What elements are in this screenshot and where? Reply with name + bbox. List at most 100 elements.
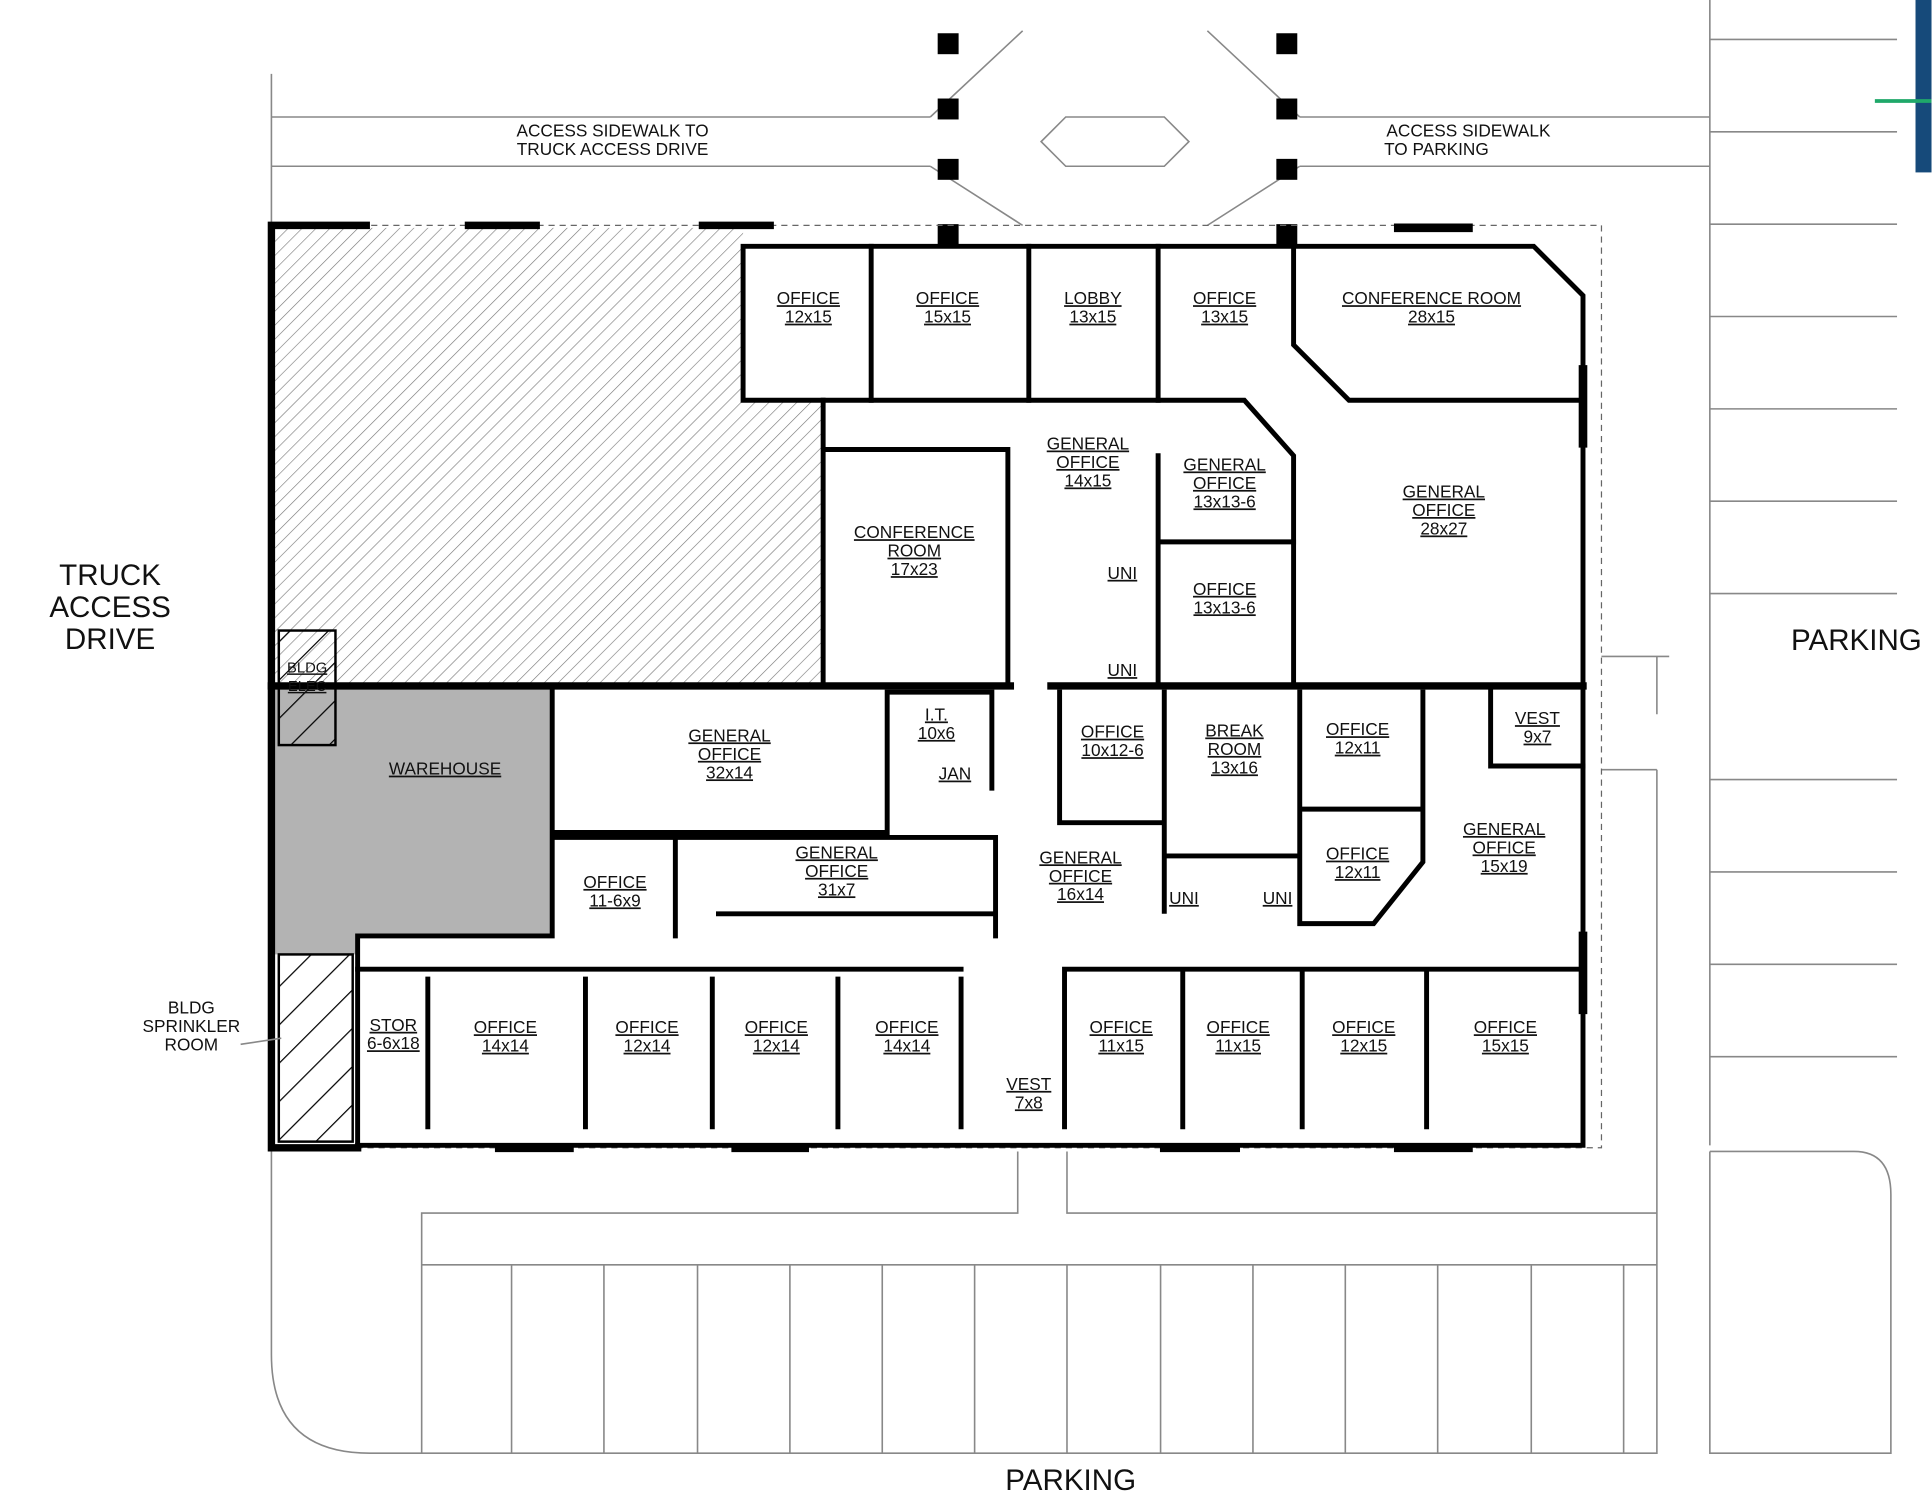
room-label-line: UNI	[1169, 888, 1199, 908]
room-label-line: STOR	[370, 1015, 418, 1035]
room-label-line: CONFERENCE ROOM	[1342, 288, 1521, 308]
room-label: UNI	[1263, 888, 1293, 908]
room-label-line: OFFICE	[1412, 500, 1475, 520]
room-label-line: LOBBY	[1064, 288, 1122, 308]
room-label-line: JAN	[939, 764, 972, 784]
room-label-line: GENERAL	[1047, 434, 1130, 454]
room-label: WAREHOUSE	[389, 759, 501, 779]
site-lines	[270, 0, 1892, 1455]
room-label: UNI	[1108, 660, 1138, 680]
room-label-line: OFFICE	[583, 872, 646, 892]
label-line: BLDG	[168, 998, 215, 1018]
room-label-line: I.T.	[925, 704, 948, 724]
label-line: TRUCK ACCESS DRIVE	[517, 139, 709, 159]
room-label-line: 12x15	[1340, 1036, 1387, 1056]
room-label-line: 31x7	[818, 879, 855, 899]
room-label-line: OFFICE	[745, 1017, 808, 1037]
room-label-line: 15x15	[1482, 1036, 1529, 1056]
room-label-line: OFFICE	[805, 861, 868, 881]
parking-bottom-label: PARKING	[1005, 1464, 1136, 1497]
label-line: SPRINKLER	[143, 1016, 241, 1036]
room-label-line: ROOM	[887, 541, 941, 561]
room-label-line: OFFICE	[875, 1017, 938, 1037]
truck-drive-label: TRUCK ACCESS DRIVE	[49, 559, 171, 656]
room-label-line: GENERAL	[688, 725, 771, 745]
room-label-line: OFFICE	[1332, 1017, 1395, 1037]
room-label-line: 11x15	[1098, 1036, 1144, 1056]
room-label: I.T.10x6	[918, 704, 955, 742]
room-label-line: 13x13-6	[1193, 491, 1255, 511]
room-label-line: OFFICE	[698, 744, 761, 764]
room-label-line: VEST	[1515, 708, 1560, 728]
label-line: ROOM	[165, 1034, 219, 1054]
room-label-line: WAREHOUSE	[389, 759, 501, 779]
elec-label: BLDG ELEC	[287, 660, 327, 694]
room-label-line: 14x15	[1064, 470, 1111, 490]
sidewalk-parking-label: ACCESS SIDEWALK TO PARKING	[1384, 121, 1551, 159]
room-label-line: OFFICE	[1193, 288, 1256, 308]
room-label-line: GENERAL	[796, 842, 879, 862]
room-label-line: OFFICE	[1049, 866, 1112, 886]
room-label-line: GENERAL	[1039, 847, 1122, 867]
room-label-line: UNI	[1263, 888, 1293, 908]
room-label-line: OFFICE	[916, 288, 979, 308]
walls	[267, 221, 1588, 1153]
parking-right-label: PARKING	[1791, 624, 1922, 657]
room-label-line: 12x11	[1335, 738, 1381, 758]
sidewalk-truck-label: ACCESS SIDEWALK TO TRUCK ACCESS DRIVE	[516, 121, 708, 159]
room-label-line: GENERAL	[1183, 454, 1266, 474]
room-label-line: 12x14	[753, 1036, 800, 1056]
brand-bar	[1915, 0, 1932, 173]
room-label-line: ROOM	[1208, 739, 1262, 759]
room-label-line: OFFICE	[1090, 1017, 1153, 1037]
room-label-line: OFFICE	[474, 1017, 537, 1037]
room-label-line: 28x15	[1408, 307, 1455, 327]
room-label-line: 12x14	[624, 1036, 671, 1056]
room-label-line: UNI	[1108, 660, 1138, 680]
room-label-line: OFFICE	[1474, 1017, 1537, 1037]
room-label-line: OFFICE	[777, 288, 840, 308]
room-label-line: 9x7	[1524, 727, 1552, 747]
room-label-line: OFFICE	[1193, 579, 1256, 599]
label-line: ELEC	[288, 679, 327, 695]
room-label-line: 13x15	[1069, 307, 1116, 327]
room-label-line: 10x12-6	[1081, 740, 1143, 760]
room-label-line: 14x14	[482, 1036, 529, 1056]
room-label-line: 16x14	[1057, 884, 1104, 904]
room-label-line: 10x6	[918, 723, 955, 743]
room-label-line: 17x23	[891, 559, 938, 579]
label-line: TRUCK	[59, 559, 161, 592]
room-label-line: 11-6x9	[589, 890, 640, 910]
room-label-line: BREAK	[1205, 720, 1264, 740]
room-label-line: 7x8	[1015, 1092, 1043, 1112]
room-label: UNI	[1108, 563, 1138, 583]
bollards	[937, 33, 1298, 246]
room-label-line: UNI	[1108, 563, 1138, 583]
room-label-line: GENERAL	[1463, 819, 1546, 839]
room-label-line: OFFICE	[1081, 722, 1144, 742]
label-line: DRIVE	[65, 623, 155, 656]
room-label-line: 13x16	[1211, 757, 1258, 777]
room-label-line: GENERAL	[1403, 482, 1486, 502]
room-label-line: VEST	[1006, 1074, 1051, 1094]
